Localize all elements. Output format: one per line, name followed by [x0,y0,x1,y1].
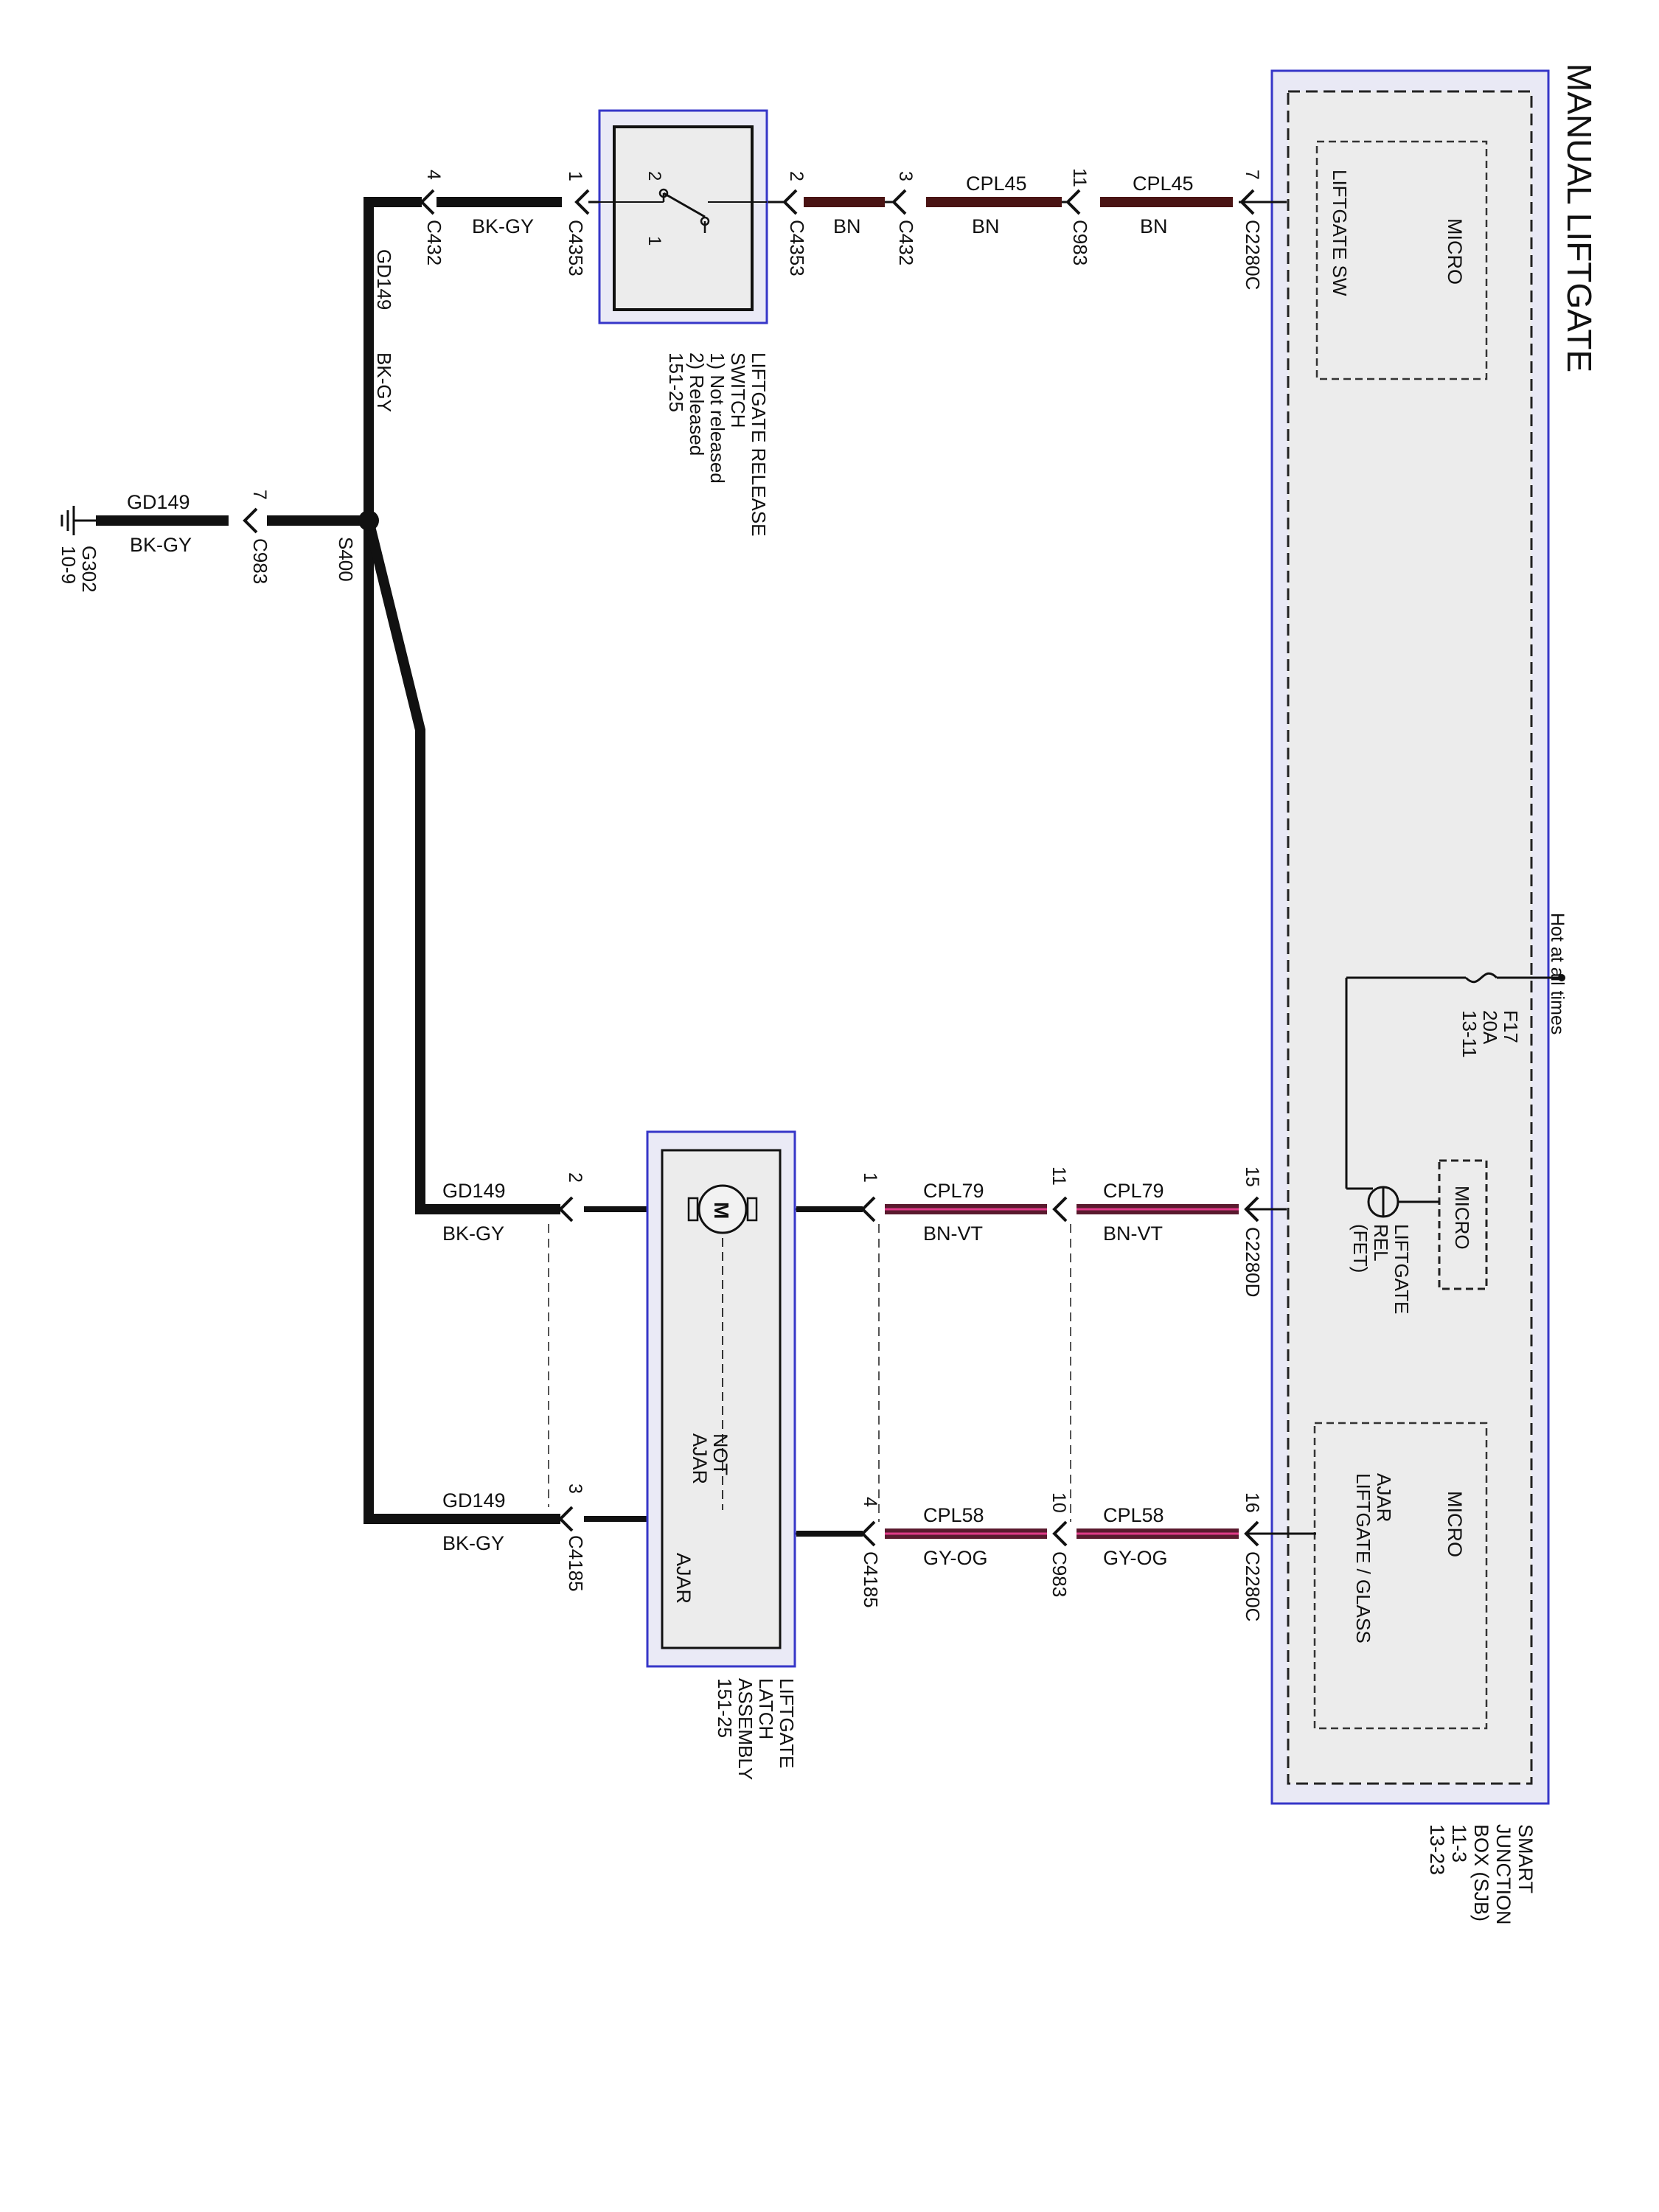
circuit-label: CPL45 [1133,173,1194,195]
circuit-release-switch [369,109,1287,324]
fet-icon [1346,1186,1439,1218]
connector-label: C983 [249,538,271,584]
hot-at-all-times-label: Hot at all times [1547,913,1568,1034]
circuit-label: GD149 [373,249,395,310]
pin-label: 15 [1242,1166,1262,1187]
connector-label: C4185 [565,1535,587,1592]
wire-color-label: BN-VT [923,1222,983,1245]
liftgate-rel-label: LIFTGATE REL (FET) [1349,1224,1413,1320]
connector-dashes [548,1224,1071,1522]
wire-color-label: BK-GY [472,215,534,237]
circuit-label: GD149 [442,1180,506,1202]
circuit-label: CPL45 [966,173,1027,195]
sjb-label: SMART JUNCTION BOX (SJB) 11-3 13-23 [1426,1824,1537,1930]
ground-icon [60,506,75,535]
sjb-module [1270,69,1550,1805]
connector-label: C4353 [565,220,587,276]
connector-label: C2280C [1242,1551,1264,1621]
ground-bus [74,197,560,1524]
wire-color-label: BK-GY [130,534,192,556]
pin-label: 1 [565,171,585,181]
wire-color-label: BN [833,215,861,237]
connector-label: C4185 [860,1551,882,1608]
pin-label: 11 [1048,1166,1069,1186]
circuit-label: GD149 [127,491,190,513]
splice-label: S400 [335,537,357,582]
connector-label: C983 [1069,220,1091,265]
ground-ref-label: 10-9 [58,546,80,584]
wire-color-label: BN [1140,215,1168,237]
pin-label: 4 [860,1497,880,1507]
pin-label: 3 [565,1484,585,1494]
connector-label: C4353 [786,220,808,276]
switch-pin-label: 2 [644,171,664,181]
micro-label: MICRO [1444,1491,1466,1557]
connector-label: C432 [895,220,917,265]
motor-icon [698,1184,748,1234]
wire-color-label: BK-GY [442,1532,504,1554]
wire-color-label: GY-OG [923,1547,988,1569]
micro-label: MICRO [1451,1186,1473,1250]
pin-label: 7 [1242,170,1262,180]
liftgate-glass-ajar-label: LIFTGATE / GLASS AJAR [1352,1473,1395,1649]
circuit-label: CPL58 [1103,1504,1164,1526]
circuit-label: CPL79 [923,1180,984,1202]
switch-pin-label: 1 [644,236,664,246]
ajar-label: AJAR [672,1553,695,1604]
ground-label: G302 [78,546,100,593]
pin-label: 16 [1242,1492,1262,1513]
wire-color-label: BN [972,215,1000,237]
micro-label: MICRO [1444,218,1466,285]
splice-s400 [358,510,379,531]
wire-color-label: BN-VT [1103,1222,1163,1245]
page-title: MANUAL LIFTGATE [1560,63,1599,372]
connector-label: C2280C [1242,220,1264,290]
not-ajar-label: NOT AJAR [689,1433,731,1484]
motor-label: M [710,1202,733,1219]
liftgate-latch-assembly-label: LIFTGATE LATCH ASSEMBLY 151-25 [714,1678,798,1785]
pin-label: 11 [1069,168,1090,187]
fuse-f17-label: F17 20A 13-11 [1458,1010,1522,1058]
liftgate-release-switch-label: LIFTGATE RELEASE SWITCH 1) Not released … [665,352,770,542]
circuit-label: CPL79 [1103,1180,1164,1202]
connector-label: C2280D [1242,1227,1264,1297]
pin-label: 7 [249,490,270,500]
pin-label: 1 [860,1172,880,1183]
power-feed [1345,972,1565,1189]
pin-label: 10 [1048,1492,1069,1513]
connector-label: C983 [1048,1551,1071,1597]
pin-label: 4 [423,170,444,180]
circuit-label: GD149 [442,1489,506,1512]
connector-label: C432 [423,220,445,265]
wire-color-label: BK-GY [442,1222,504,1245]
circuit-label: CPL58 [923,1504,984,1526]
wire-color-label: GY-OG [1103,1547,1168,1569]
pin-label: 2 [786,171,807,181]
pin-label: 2 [565,1172,585,1183]
liftgate-sw-label: LIFTGATE SW [1329,170,1351,296]
pin-label: 3 [895,171,916,181]
wire-color-label: BK-GY [373,352,395,412]
